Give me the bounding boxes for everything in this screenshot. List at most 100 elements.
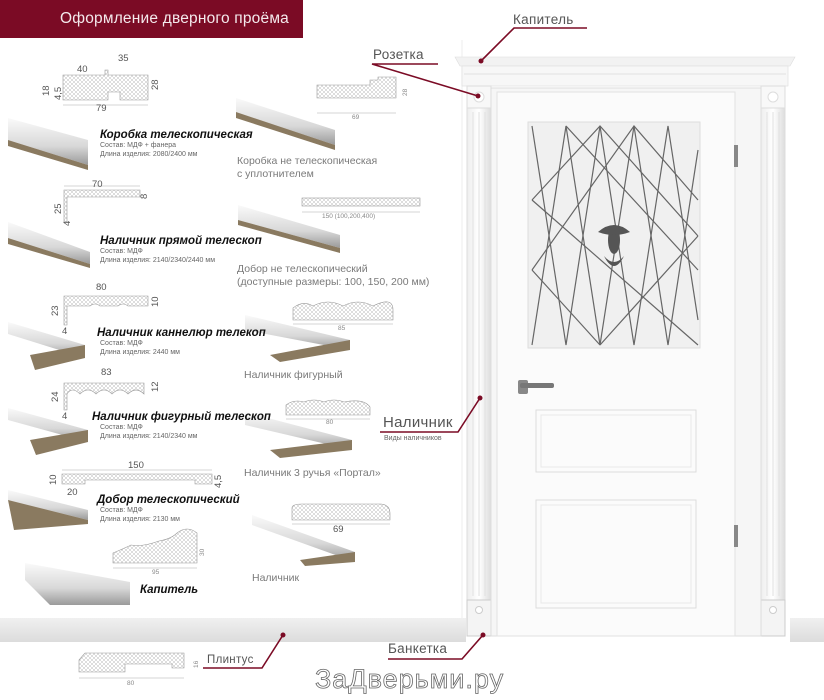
profile-casing <box>252 515 355 566</box>
callout-casing-sub: Виды наличников <box>384 435 442 442</box>
dim: 4,5 <box>53 86 64 100</box>
dim: 28 <box>402 88 409 96</box>
section-non-telescopic-extension <box>301 197 421 213</box>
item-title: Наличник прямой телескоп <box>100 235 262 247</box>
item-length: Длина изделия: 2140/2340 мм <box>100 433 198 440</box>
profile-non-telescopic-frame <box>236 98 335 150</box>
dim: 23 <box>50 305 61 316</box>
profile-figured-casing-2 <box>245 315 350 362</box>
item-title: Добор не телескопический <box>237 263 368 275</box>
plinth <box>0 618 466 642</box>
glass-ornament <box>598 225 630 266</box>
page-title: Оформление дверного проёма <box>59 10 289 27</box>
dim: 20 <box>67 487 78 498</box>
callout-banket: Банкетка <box>388 641 448 656</box>
item-subtitle: (доступные размеры: 100, 150, 200 мм) <box>237 276 430 288</box>
dim: 70 <box>92 179 103 190</box>
dim: 150 <box>128 460 144 471</box>
item-length: Длина изделия: 2080/2400 мм <box>100 151 198 158</box>
banket-right <box>760 599 786 637</box>
item-title: Коробка не телескопическая <box>237 155 378 167</box>
dim: 25 <box>53 203 64 214</box>
door-handle <box>520 383 554 388</box>
profile-figured-casing <box>8 408 88 455</box>
panel-lower <box>535 499 697 609</box>
dim: 10 <box>150 296 161 307</box>
profile-straight-casing <box>8 222 90 268</box>
callout-casing: Наличник <box>383 414 453 431</box>
item-subtitle: с уплотнителем <box>237 168 314 180</box>
section-figured-casing <box>63 382 145 411</box>
dim: 12 <box>150 381 161 392</box>
item-title: Наличник 3 ручья «Портал» <box>244 467 381 479</box>
item-composition: Состав: МДФ <box>100 507 143 514</box>
item-title: Наличник каннелюр телекоп <box>97 327 266 339</box>
item-title: Наличник <box>252 572 300 584</box>
dim: 83 <box>101 367 112 378</box>
item-title: Капитель <box>140 584 199 596</box>
dim: 18 <box>41 85 52 96</box>
dim: 30 <box>199 548 206 556</box>
section-telescopic-frame <box>62 69 149 106</box>
dim: 150 (100,200,400) <box>322 213 376 220</box>
section-non-telescopic-frame <box>316 76 397 114</box>
section-portal-casing <box>285 399 371 420</box>
banket-left <box>466 599 492 637</box>
dim: 69 <box>333 524 344 535</box>
watermark: ЗаДверьми.ру <box>315 664 505 695</box>
dim: 24 <box>50 391 61 402</box>
profile-non-telescopic-extension <box>238 205 340 253</box>
dim: 4 <box>62 220 73 226</box>
glass-pattern <box>531 125 699 346</box>
panel-upper <box>535 409 697 473</box>
item-composition: Состав: МДФ <box>100 340 143 347</box>
profile-telescopic-frame <box>8 118 88 170</box>
dim: 4 <box>62 411 68 422</box>
dim: 35 <box>118 53 129 64</box>
item-length: Длина изделия: 2140/2340/2440 мм <box>100 257 216 264</box>
item-title: Наличник фигурный <box>244 369 343 381</box>
callout-lines <box>203 27 587 669</box>
section-straight-casing <box>63 185 141 223</box>
dim: 40 <box>77 64 88 75</box>
dim: 28 <box>150 79 161 90</box>
item-title: Наличник фигурный телескоп <box>92 411 271 423</box>
dim: 80 <box>127 680 135 687</box>
profile-portal-casing <box>245 412 352 458</box>
section-casing <box>291 503 391 525</box>
section-telescopic-extension <box>61 469 213 485</box>
dim: 79 <box>96 103 107 114</box>
dim: 4 <box>62 326 68 337</box>
callout-capital: Капитель <box>513 12 574 27</box>
dim: 69 <box>352 114 360 121</box>
item-composition: Состав: МДФ <box>100 248 143 255</box>
hinge-top <box>734 145 738 167</box>
item-composition: Состав: МДФ <box>100 424 143 431</box>
dim: 4,5 <box>213 474 224 488</box>
door-capital <box>454 56 796 67</box>
dim: 85 <box>338 325 346 332</box>
section-capital <box>112 528 198 569</box>
dim: 80 <box>96 282 107 293</box>
profile-telescopic-extension <box>8 490 88 530</box>
item-length: Длина изделия: 2130 мм <box>100 516 180 523</box>
title-banner: Оформление дверного проёма <box>0 0 303 38</box>
item-length: Длина изделия: 2440 мм <box>100 349 180 356</box>
dim: 10 <box>48 474 59 485</box>
section-plinth <box>78 652 185 679</box>
section-fluted-casing <box>63 295 149 326</box>
profile-fluted-casing <box>8 322 85 370</box>
callout-rosette: Розетка <box>373 47 424 62</box>
profile-capital <box>25 563 130 605</box>
section-figured-casing-2 <box>292 301 394 325</box>
callout-plinth: Плинтус <box>207 654 254 666</box>
door <box>454 56 796 637</box>
hinge-bottom <box>734 525 738 547</box>
item-title: Добор телескопический <box>97 494 240 506</box>
item-title: Коробка телескопическая <box>100 129 253 141</box>
callout-dots <box>280 58 486 638</box>
item-composition: Состав: МДФ + фанера <box>100 142 176 149</box>
dim: 95 <box>152 569 160 576</box>
dim: 80 <box>326 419 334 426</box>
